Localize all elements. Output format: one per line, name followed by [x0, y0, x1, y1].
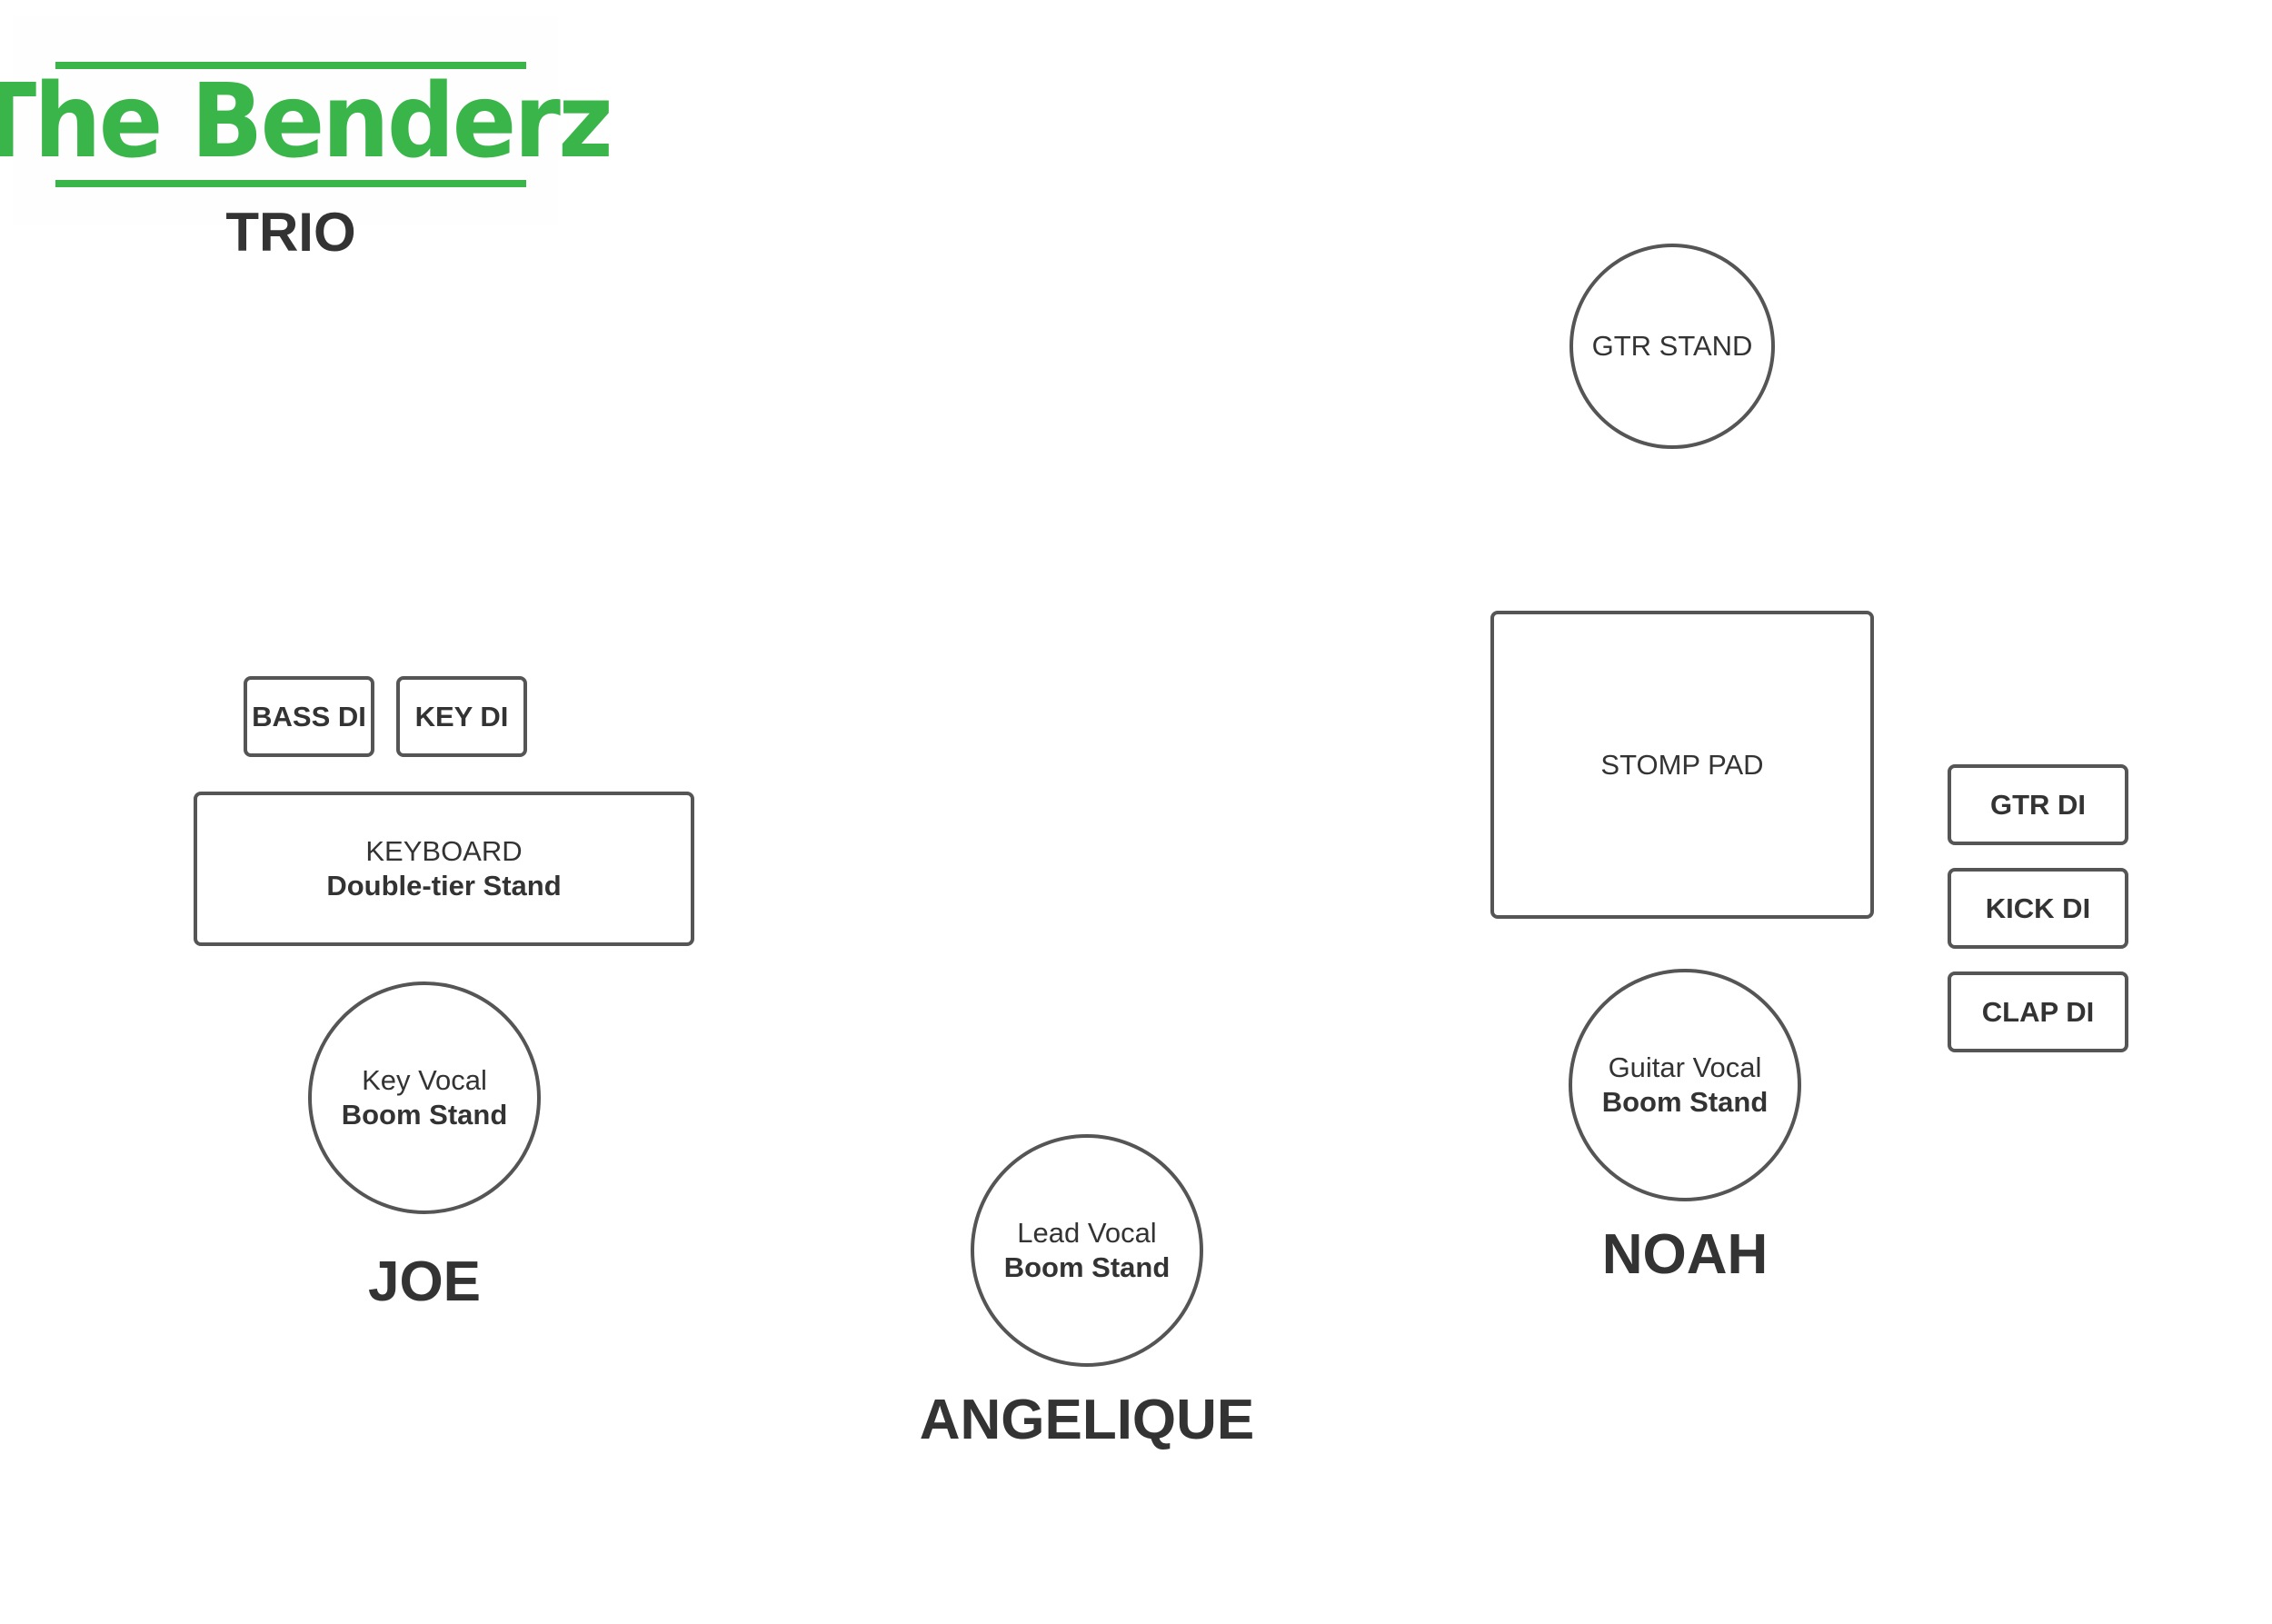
kick-di-box: KICK DI	[1948, 868, 2128, 949]
keyboard-label: KEYBOARD	[365, 835, 523, 867]
guitar-vocal-stand-label: Boom Stand	[1601, 1086, 1769, 1118]
key-vocal-mic-circle: Key Vocal Boom Stand	[308, 981, 541, 1214]
lead-vocal-label: Lead Vocal	[1017, 1217, 1157, 1249]
bass-di-label: BASS DI	[252, 700, 366, 732]
key-di-box: KEY DI	[396, 676, 527, 757]
stomp-pad-label: STOMP PAD	[1600, 748, 1764, 781]
logo-top-rule	[55, 62, 526, 69]
band-logo: The Benderz	[0, 63, 613, 181]
logo-bottom-rule	[55, 180, 526, 187]
gtr-stand-circle: GTR STAND	[1569, 244, 1775, 449]
guitar-vocal-mic-circle: Guitar Vocal Boom Stand	[1569, 969, 1801, 1201]
lead-vocal-stand-label: Boom Stand	[1003, 1251, 1171, 1283]
gtr-di-box: GTR DI	[1948, 764, 2128, 845]
lead-vocal-mic-circle: Lead Vocal Boom Stand	[971, 1134, 1203, 1367]
member-name-joe: JOE	[367, 1250, 482, 1313]
keyboard-stand-label: Double-tier Stand	[326, 870, 562, 902]
member-name-noah: NOAH	[1601, 1222, 1769, 1286]
lineup-subtitle: TRIO	[225, 201, 356, 263]
guitar-vocal-label: Guitar Vocal	[1608, 1051, 1762, 1083]
logo-background	[13, 16, 558, 225]
stomp-pad-box: STOMP PAD	[1490, 611, 1874, 919]
keyboard-box: KEYBOARD Double-tier Stand	[194, 792, 694, 946]
clap-di-label: CLAP DI	[1981, 995, 2095, 1028]
key-vocal-stand-label: Boom Stand	[341, 1099, 508, 1131]
kick-di-label: KICK DI	[1985, 892, 2091, 924]
member-name-angelique: ANGELIQUE	[919, 1388, 1255, 1451]
clap-di-box: CLAP DI	[1948, 971, 2128, 1052]
bass-di-box: BASS DI	[244, 676, 374, 757]
gtr-stand-label: GTR STAND	[1591, 330, 1753, 362]
key-di-label: KEY DI	[414, 700, 509, 732]
gtr-di-label: GTR DI	[1989, 788, 2087, 821]
key-vocal-label: Key Vocal	[362, 1064, 487, 1096]
